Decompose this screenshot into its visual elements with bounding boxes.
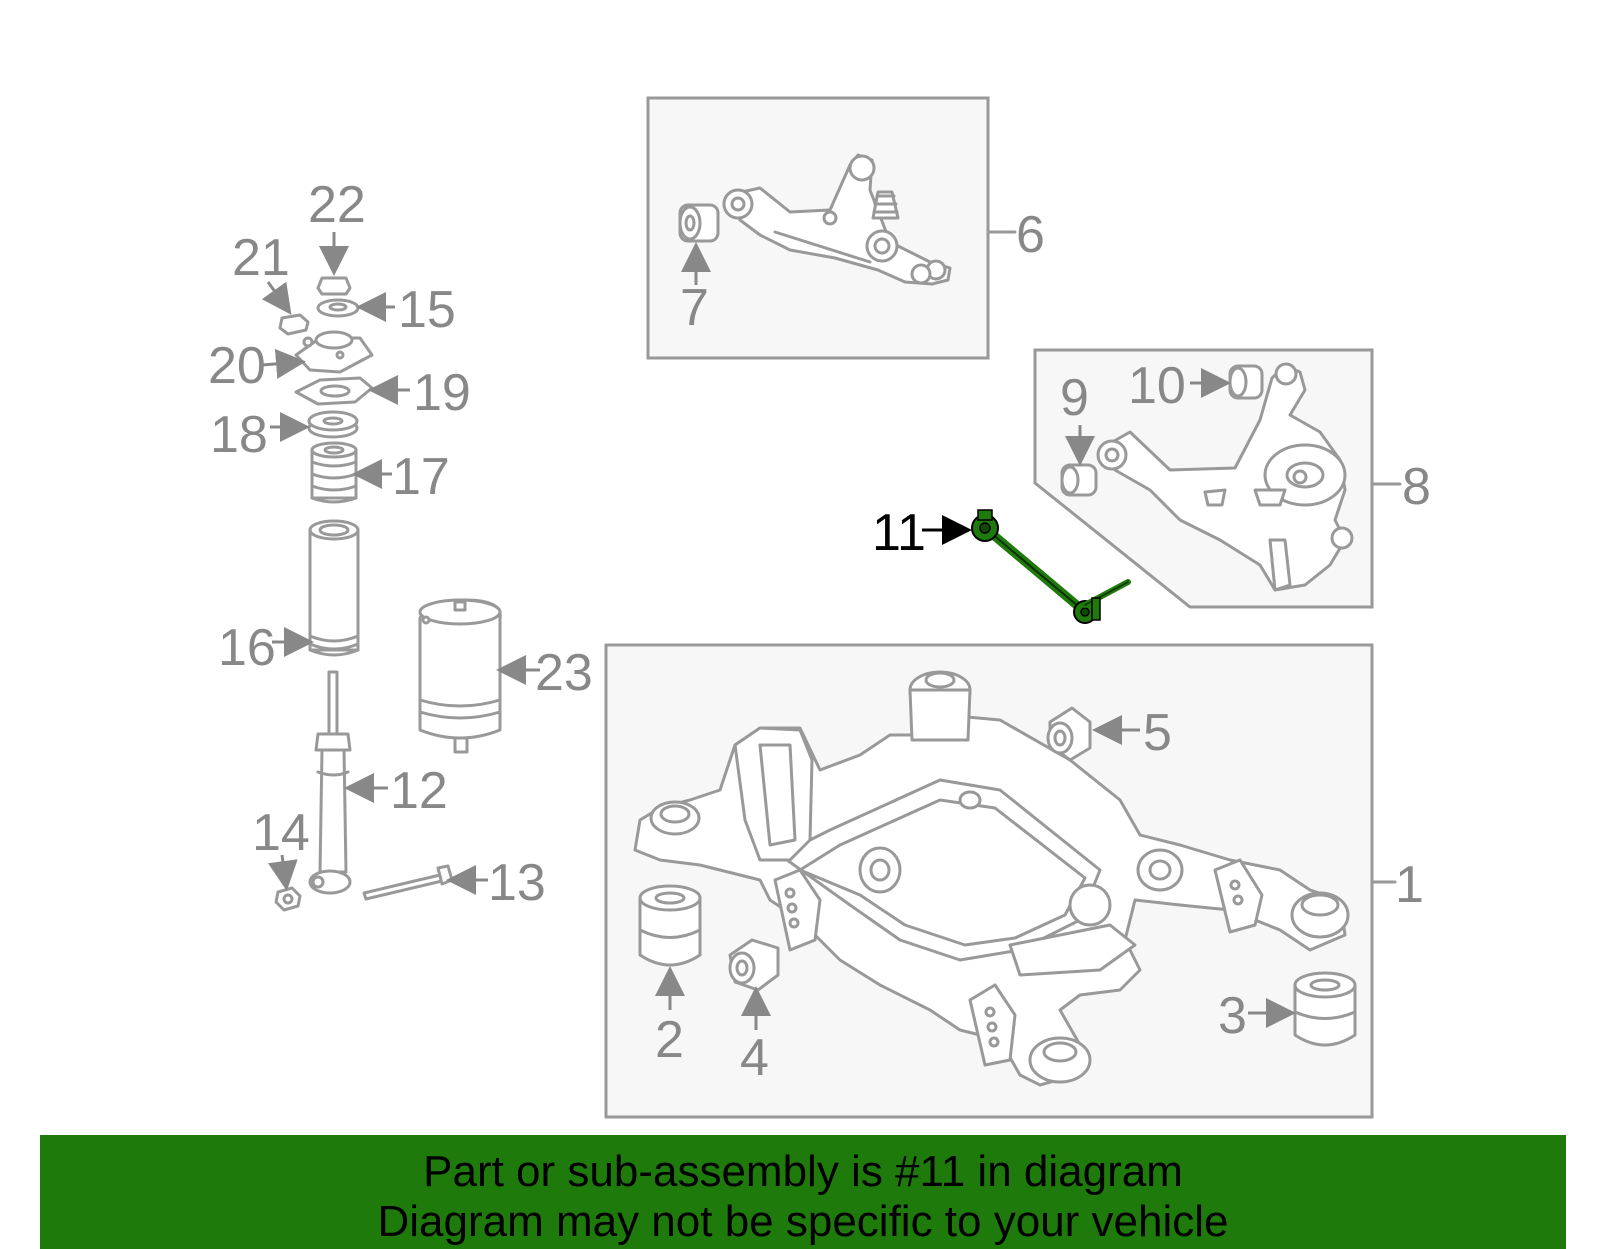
- callout-22: 22: [308, 176, 366, 234]
- callout-11: 11: [872, 504, 926, 562]
- bushing-3[interactable]: [1293, 971, 1357, 1047]
- upper-arm-8[interactable]: [1096, 362, 1354, 592]
- nut-21[interactable]: [278, 313, 310, 336]
- bushing-9[interactable]: [1060, 463, 1098, 497]
- bushing-4[interactable]: [728, 938, 780, 992]
- callout-21: 21: [232, 229, 290, 287]
- callout-18: 18: [210, 406, 268, 464]
- callout-17: 17: [392, 448, 450, 506]
- callout-10: 10: [1128, 357, 1186, 415]
- callout-13: 13: [488, 854, 546, 912]
- nut-22[interactable]: [316, 276, 352, 296]
- callout-9: 9: [1060, 369, 1089, 427]
- control-arm-6[interactable]: [722, 153, 952, 286]
- callout-23: 23: [535, 644, 593, 702]
- dust-boot-16[interactable]: [308, 519, 360, 657]
- callout-5: 5: [1143, 704, 1172, 762]
- inset-box-8: 9 10: [1033, 348, 1374, 609]
- info-banner: Part or sub-assembly is #11 in diagram D…: [40, 1135, 1566, 1249]
- callout-20: 20: [208, 337, 266, 395]
- callout-19: 19: [413, 364, 471, 422]
- banner-line-2: Diagram may not be specific to your vehi…: [377, 1197, 1229, 1246]
- bolt-13[interactable]: [362, 864, 454, 901]
- spacer-18[interactable]: [307, 410, 359, 439]
- callout-2: 2: [655, 1011, 684, 1069]
- subframe-1[interactable]: [633, 670, 1350, 1087]
- mount-20[interactable]: [294, 330, 374, 374]
- callout-8: 8: [1402, 458, 1431, 516]
- shock-absorber-12[interactable]: [308, 670, 352, 895]
- air-spring-23[interactable]: [418, 598, 502, 754]
- inset-box-6: 7: [646, 96, 990, 360]
- bushing-5[interactable]: [1046, 706, 1092, 762]
- callout-3: 3: [1218, 987, 1247, 1045]
- washer-15[interactable]: [316, 298, 360, 318]
- inset-box-1: [604, 643, 1374, 1119]
- bushing-7[interactable]: [678, 203, 720, 243]
- lateral-link-11[interactable]: [971, 509, 1131, 624]
- callout-4: 4: [740, 1029, 769, 1087]
- callout-7: 7: [680, 279, 709, 337]
- bump-stop-17[interactable]: [310, 441, 358, 504]
- callout-1: 1: [1395, 856, 1424, 914]
- callout-6: 6: [1016, 206, 1045, 264]
- bushing-10[interactable]: [1228, 364, 1264, 400]
- plate-19[interactable]: [294, 376, 374, 406]
- callout-16: 16: [218, 619, 276, 677]
- banner-line-1: Part or sub-assembly is #11 in diagram: [423, 1147, 1183, 1196]
- nut-14[interactable]: [274, 886, 302, 912]
- callout-12: 12: [390, 762, 448, 820]
- callout-15: 15: [398, 281, 456, 339]
- callout-14: 14: [252, 804, 310, 862]
- bushing-2[interactable]: [638, 884, 702, 967]
